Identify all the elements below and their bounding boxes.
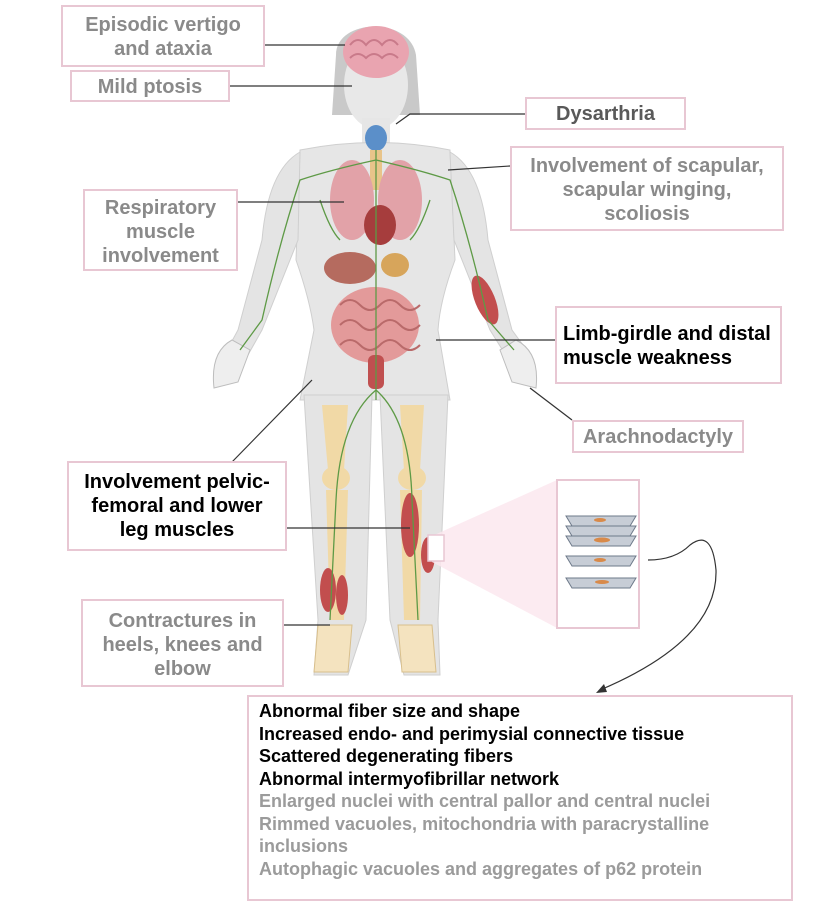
label-line: muscle	[85, 220, 236, 244]
histology-slides-panel	[557, 480, 639, 628]
label-line: Involvement pelvic-	[69, 470, 285, 494]
label-line: Limb-girdle and distal	[563, 322, 780, 346]
finding-item: Abnormal fiber size and shape	[259, 700, 781, 723]
label-respiratory: Respiratory muscle involvement	[83, 189, 238, 271]
label-contractures: Contractures in heels, knees and elbow	[81, 599, 284, 687]
label-line: Involvement of scapular,	[512, 154, 782, 178]
brain	[343, 26, 409, 78]
label-line: Contractures in	[83, 609, 282, 633]
finding-item: Increased endo- and perimysial connectiv…	[259, 723, 781, 746]
arrow-head	[596, 684, 607, 693]
label-line: scoliosis	[512, 202, 782, 226]
finding-item: Abnormal intermyofibrillar network	[259, 768, 781, 791]
label-mild-ptosis: Mild ptosis	[70, 70, 230, 102]
finding-item: Enlarged nuclei with central pallor and …	[259, 790, 781, 813]
label-line: elbow	[83, 657, 282, 681]
label-line: femoral and lower	[69, 494, 285, 518]
label-line: Arachnodactyly	[574, 425, 742, 449]
label-line: Respiratory	[85, 196, 236, 220]
label-pelvic-femoral: Involvement pelvic- femoral and lower le…	[67, 461, 287, 551]
label-limb-girdle: Limb-girdle and distal muscle weakness	[555, 306, 782, 384]
label-line: involvement	[85, 244, 236, 268]
label-line: Episodic vertigo	[63, 13, 263, 37]
label-line: and ataxia	[63, 37, 263, 61]
label-line: muscle weakness	[563, 346, 780, 370]
label-dysarthria: Dysarthria	[525, 97, 686, 130]
label-scapular: Involvement of scapular, scapular wingin…	[510, 146, 784, 231]
label-line: Dysarthria	[527, 102, 684, 126]
label-line: scapular winging,	[512, 178, 782, 202]
zoom-callout	[432, 480, 557, 628]
finding-item: Rimmed vacuoles, mitochondria with parac…	[259, 813, 781, 858]
label-episodic-vertigo: Episodic vertigo and ataxia	[61, 5, 265, 67]
finding-item: Autophagic vacuoles and aggregates of p6…	[259, 858, 781, 881]
label-line: Mild ptosis	[72, 75, 228, 99]
label-line: heels, knees and	[83, 633, 282, 657]
histology-findings-box: Abnormal fiber size and shape Increased …	[247, 695, 793, 901]
label-line: leg muscles	[69, 518, 285, 542]
finding-item: Scattered degenerating fibers	[259, 745, 781, 768]
label-arachnodactyly: Arachnodactyly	[572, 420, 744, 453]
